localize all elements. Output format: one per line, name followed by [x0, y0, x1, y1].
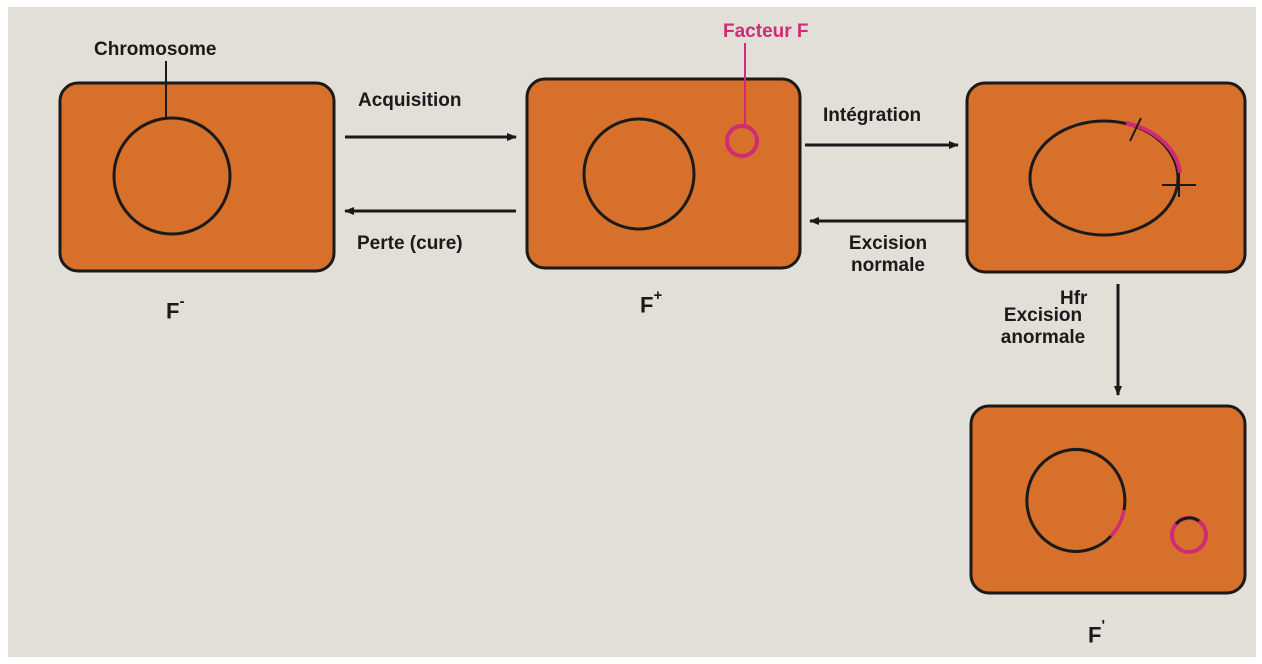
chromosome-circle-f-minus: [112, 116, 232, 236]
chromosome-circle-f-plus: [582, 117, 696, 231]
f-prime-base: F: [1088, 622, 1102, 648]
perte-label: Perte (cure): [357, 233, 463, 254]
facteur-f-label: Facteur F: [723, 21, 809, 42]
f-factor-plasmid: [725, 124, 759, 158]
f-plus-base: F: [640, 292, 654, 318]
f-prime-chromosome-pink: [1109, 509, 1126, 538]
excision-normale-line1: Excision: [848, 233, 928, 254]
hfr-label: Hfr: [1060, 288, 1088, 309]
excision-anormale-line1: Excision: [1003, 305, 1083, 326]
f-minus-label: F-: [166, 293, 184, 324]
excision-anormale-label: Excision anormale: [980, 305, 1106, 349]
f-prime-chromosome: [1025, 447, 1127, 553]
cell-f-prime: [969, 404, 1247, 595]
cell-hfr: [965, 81, 1247, 274]
f-minus-base: F: [166, 298, 180, 324]
bacterial-conjugation-diagram: [58, 43, 1247, 595]
f-plus-sup: +: [653, 287, 663, 304]
integrated-f-factor: [1125, 121, 1182, 174]
excision-anormale-line2: anormale: [1000, 327, 1086, 348]
integration-mark-top: [1129, 117, 1142, 142]
diagram-canvas: Chromosome Facteur F Acquisition Perte (…: [8, 7, 1256, 657]
cell-f-minus: [58, 81, 336, 273]
excision-normale-label: Excision normale: [826, 233, 950, 277]
excision-normale-line2: normale: [851, 255, 925, 276]
f-prime-label: F': [1088, 617, 1105, 648]
f-minus-sup: -: [179, 293, 185, 310]
chromosome-label: Chromosome: [94, 39, 217, 60]
integration-label: Intégration: [823, 105, 922, 126]
f-prime-plasmid-dark: [1174, 516, 1200, 526]
f-plus-label: F+: [640, 287, 662, 318]
cell-f-plus: [525, 77, 802, 270]
acquisition-label: Acquisition: [358, 90, 462, 111]
f-prime-sup: ': [1101, 617, 1106, 634]
